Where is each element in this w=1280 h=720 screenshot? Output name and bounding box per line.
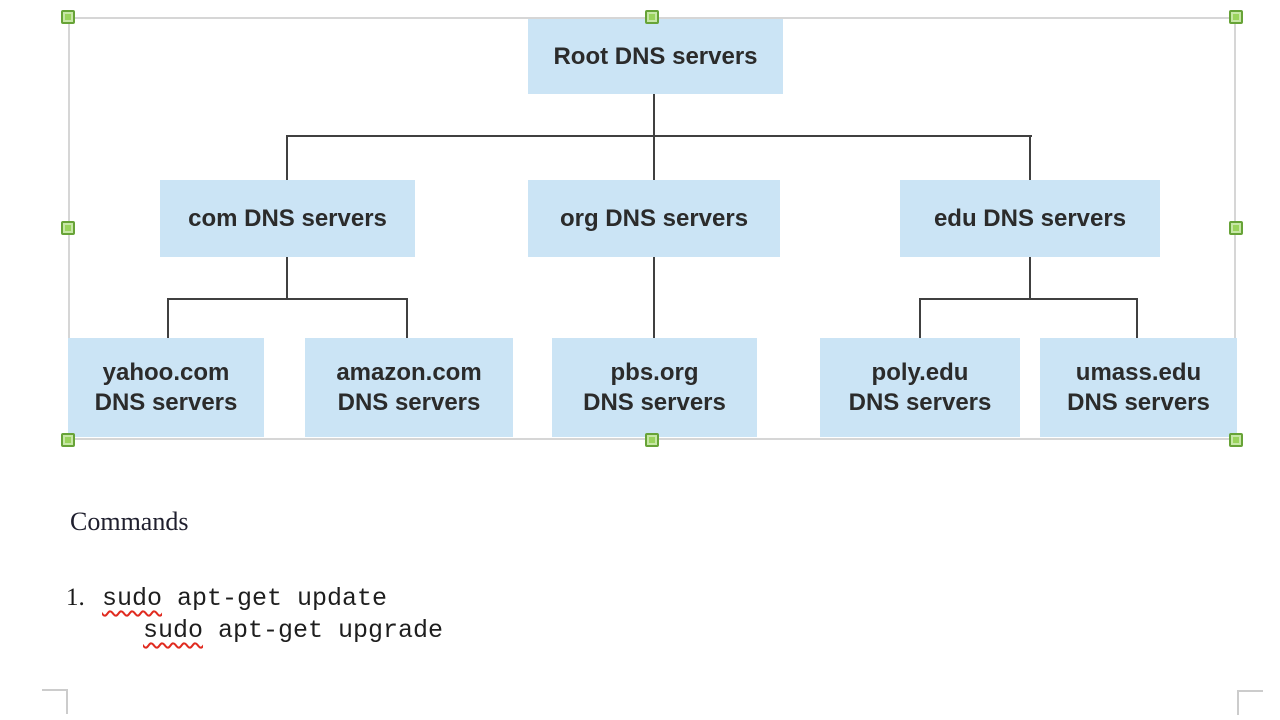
node-label-line2: DNS servers [94, 388, 238, 416]
node-poly-dns: poly.edu DNS servers [820, 338, 1020, 437]
connector-org-drop [653, 136, 655, 180]
node-label-line1: umass.edu [1075, 358, 1202, 386]
list-item-number: 1. [66, 584, 85, 611]
command-word-sudo: sudo [143, 616, 204, 645]
node-label-line2: DNS servers [583, 388, 726, 416]
node-umass-dns: umass.edu DNS servers [1040, 338, 1237, 437]
node-label-line1: yahoo.com [102, 358, 230, 386]
node-label-line1: amazon.com [336, 358, 482, 386]
selection-handle-bottom-middle[interactable] [645, 433, 659, 447]
command-line-2: sudo apt-get upgrade [143, 616, 443, 646]
commands-heading: Commands [70, 507, 189, 536]
command-line-1: 1. sudo apt-get update [66, 583, 387, 614]
selection-handle-middle-right[interactable] [1229, 221, 1243, 235]
connector-pbs-drop [653, 257, 655, 338]
node-pbs-dns: pbs.org DNS servers [552, 338, 757, 437]
text-boundary-corner-left [42, 689, 68, 714]
selection-handle-top-middle[interactable] [645, 10, 659, 24]
selection-handle-bottom-left[interactable] [61, 433, 75, 447]
connector-yahoo-drop [167, 299, 169, 338]
command-rest: apt-get update [162, 584, 388, 613]
connector-poly-drop [919, 299, 921, 338]
connector-edu-horizontal [919, 298, 1138, 300]
node-amazon-dns: amazon.com DNS servers [305, 338, 513, 437]
connector-com-stem [286, 257, 288, 299]
node-com-dns: com DNS servers [160, 180, 415, 257]
selection-handle-top-left[interactable] [61, 10, 75, 24]
connector-com-drop [286, 136, 288, 180]
node-label-line1: poly.edu [871, 358, 969, 386]
selection-handle-bottom-right[interactable] [1229, 433, 1243, 447]
node-label: Root DNS servers [553, 42, 758, 70]
connector-com-horizontal [167, 298, 408, 300]
node-label: edu DNS servers [933, 204, 1127, 232]
node-label-line1: pbs.org [610, 358, 699, 386]
selection-handle-middle-left[interactable] [61, 221, 75, 235]
node-edu-dns: edu DNS servers [900, 180, 1160, 257]
command-word-sudo: sudo [102, 584, 163, 613]
node-label-line2: DNS servers [848, 388, 992, 416]
node-label: org DNS servers [559, 204, 749, 232]
node-label-line2: DNS servers [1067, 388, 1210, 416]
node-org-dns: org DNS servers [528, 180, 780, 257]
node-yahoo-dns: yahoo.com DNS servers [68, 338, 264, 437]
selection-handle-top-right[interactable] [1229, 10, 1243, 24]
connector-amazon-drop [406, 299, 408, 338]
connector-umass-drop [1136, 299, 1138, 338]
command-rest: apt-get upgrade [203, 616, 444, 645]
node-root-dns: Root DNS servers [528, 19, 783, 94]
node-label: com DNS servers [188, 204, 387, 232]
node-label-line2: DNS servers [337, 388, 481, 416]
text-boundary-corner-right [1237, 690, 1263, 715]
connector-edu-drop [1029, 136, 1031, 180]
connector-top-horizontal [286, 135, 1032, 137]
dns-hierarchy-figure[interactable]: Root DNS servers com DNS servers org DNS… [0, 0, 1280, 460]
connector-edu-stem [1029, 257, 1031, 299]
connector-root-stem [653, 94, 655, 136]
